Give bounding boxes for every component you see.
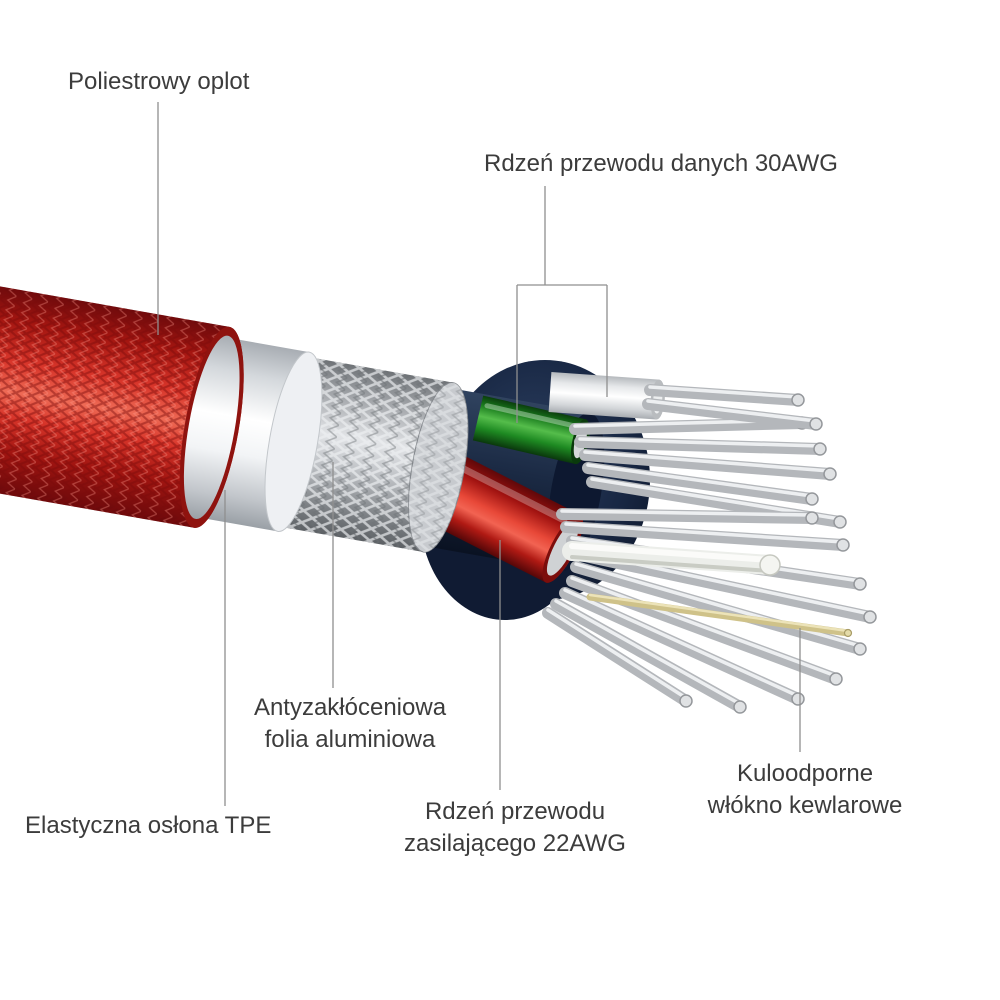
- kevlar-fiber: [586, 593, 853, 638]
- label-power-core: Rdzeń przewodu zasilającego 22AWG: [404, 798, 626, 857]
- leader-line-data-core: [516, 186, 608, 423]
- copper-strand: [550, 598, 747, 714]
- label-aluminum-foil: Antyzakłóceniowa folia aluminiowa: [253, 694, 447, 753]
- leader-lines: [157, 102, 801, 806]
- label-polyester-braid: Poliestrowy oplot: [68, 68, 250, 95]
- copper-strand: [582, 462, 819, 506]
- label-kevlar-fiber: Kuloodporne włókno kewlarowe: [707, 760, 903, 819]
- label-data-core: Rdzeń przewodu danych 30AWG: [484, 150, 838, 177]
- strand-bundle-upper: [569, 384, 847, 529]
- strand-bundle-lower: [542, 508, 877, 714]
- copper-strand: [542, 607, 693, 708]
- white-filler-fiber: [562, 541, 781, 576]
- copper-strand: [570, 561, 867, 656]
- copper-strand: [579, 449, 837, 481]
- copper-strand: [574, 436, 827, 456]
- copper-strand: [560, 521, 850, 552]
- copper-strand: [559, 587, 805, 706]
- copper-strand: [642, 398, 823, 431]
- copper-strand: [644, 384, 805, 407]
- label-tpe-sheath: Elastyczna osłona TPE: [25, 812, 272, 839]
- polyester-braid-layer: [0, 257, 244, 528]
- copper-strand: [556, 508, 819, 525]
